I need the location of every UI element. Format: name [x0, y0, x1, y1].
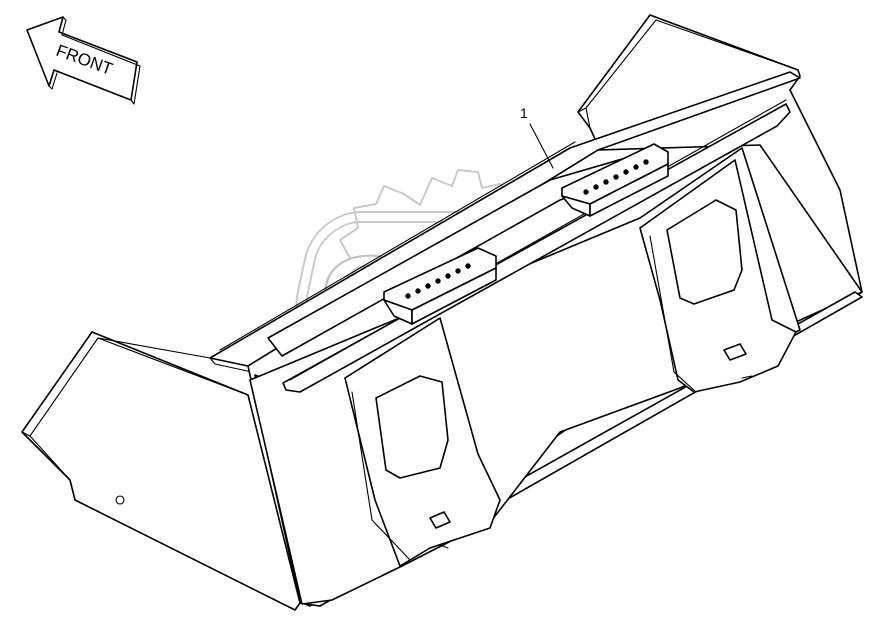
- right-clip: [561, 143, 669, 217]
- right-mount-window: [666, 199, 743, 305]
- left-clip: [383, 247, 497, 325]
- left-side-wall: [21, 331, 301, 611]
- leader-line: [529, 123, 554, 169]
- left-mount-window: [375, 375, 449, 479]
- callout-1: 1: [520, 105, 554, 169]
- callout-label: 1: [520, 105, 528, 121]
- left-arrow-icon: [26, 16, 138, 101]
- bucket: [21, 14, 863, 611]
- front-arrow: FRONT: [26, 16, 141, 105]
